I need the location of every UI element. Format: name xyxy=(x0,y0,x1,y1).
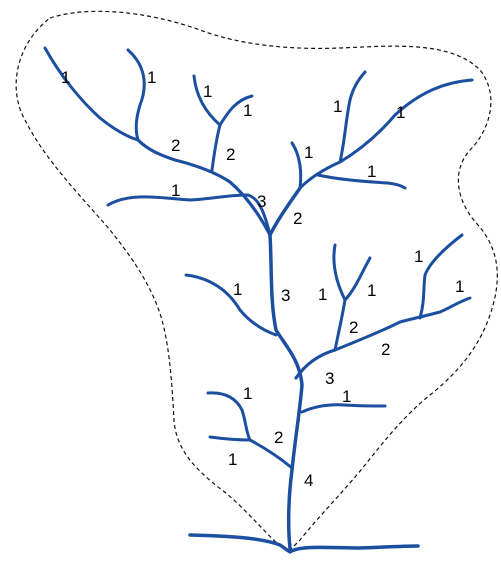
order-label: 2 xyxy=(274,428,283,447)
order-label: 1 xyxy=(367,162,376,181)
order-label: 1 xyxy=(243,101,252,120)
order-label: 1 xyxy=(455,277,464,296)
order3-reach-upper-left xyxy=(136,138,272,237)
order1-stream-upper-center xyxy=(290,141,303,190)
order2-stream-center-left xyxy=(210,123,222,172)
order3-reach-middle-right xyxy=(294,348,337,380)
order1-stream-middle-left xyxy=(184,273,278,337)
order1-stream-lower-left-b xyxy=(208,435,252,442)
watershed-boundary xyxy=(15,10,498,553)
order1-stream-far-right-upper xyxy=(418,233,464,320)
order-label: 4 xyxy=(304,471,313,490)
order-label: 2 xyxy=(293,209,302,228)
order-label: 1 xyxy=(396,103,405,122)
order-label: 2 xyxy=(381,340,390,359)
order1-stream-middle-a xyxy=(332,243,347,302)
order2-reach-lower-left xyxy=(248,438,294,470)
order1-stream-center-left-a xyxy=(192,74,222,127)
order-label: 1 xyxy=(342,387,351,406)
order2-stream-middle xyxy=(333,298,347,352)
order-label: 1 xyxy=(61,68,70,87)
order-label: 2 xyxy=(171,136,180,155)
order-label: 2 xyxy=(349,318,358,337)
stream-network xyxy=(43,46,474,554)
order-label: 2 xyxy=(226,145,235,164)
order-label: 1 xyxy=(233,280,242,299)
order1-stream-lower-right xyxy=(300,403,387,414)
order1-stream-left xyxy=(126,48,146,142)
order-label: 1 xyxy=(147,68,156,87)
order1-stream-lower-left xyxy=(106,193,272,237)
order1-stream-center-left-b xyxy=(218,94,254,127)
order-label: 1 xyxy=(333,97,342,116)
order-label: 1 xyxy=(171,181,180,200)
order-label: 1 xyxy=(414,247,423,266)
order1-stream-far-left xyxy=(43,46,140,142)
order2-reach-upper-right xyxy=(298,78,474,190)
order-label: 1 xyxy=(367,281,376,300)
receiving-river xyxy=(188,533,420,554)
order-label: 3 xyxy=(325,369,334,388)
order-label: 1 xyxy=(228,450,237,469)
order1-stream-right-tributary xyxy=(316,173,407,190)
order1-stream-middle-b xyxy=(343,256,372,302)
order1-stream-lower-left-a xyxy=(206,391,252,442)
order2-reach-middle-right xyxy=(333,296,472,352)
stream-order-labels: 1 1 1 1 2 2 1 3 1 1 1 1 2 1 3 1 1 1 1 2 … xyxy=(61,68,464,490)
order1-stream-top-right xyxy=(338,70,367,164)
order-label: 3 xyxy=(281,286,290,305)
order-label: 3 xyxy=(257,192,266,211)
order-label: 1 xyxy=(203,82,212,101)
main-stem-segment xyxy=(268,186,304,550)
order-label: 1 xyxy=(318,285,327,304)
order-label: 1 xyxy=(243,384,252,403)
order-label: 1 xyxy=(304,143,313,162)
